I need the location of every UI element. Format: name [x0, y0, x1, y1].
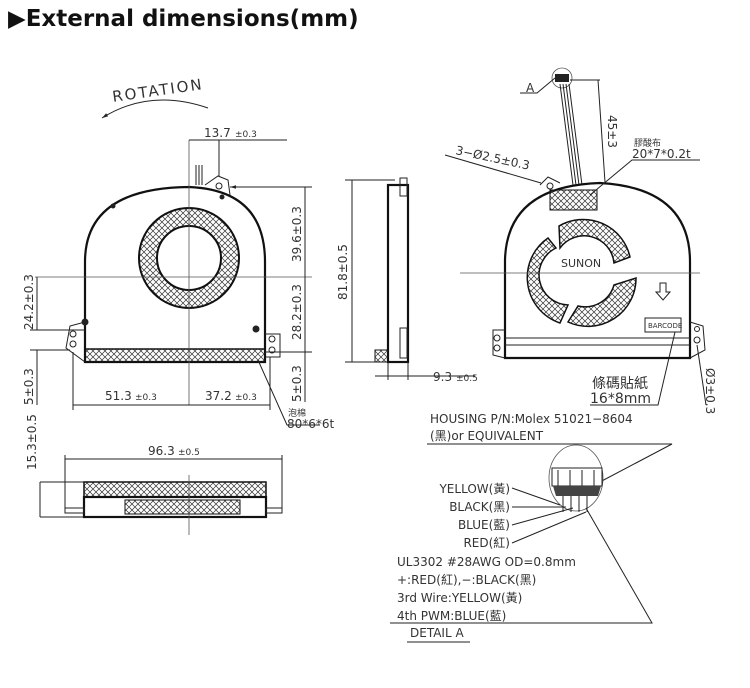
detail-caption: DETAIL A — [410, 626, 464, 640]
hole-diameter: Ø3±0.3 — [703, 368, 717, 414]
housing-line-2: (黑)or EQUIVALENT — [430, 429, 544, 443]
page-title: ▶External dimensions(mm) — [8, 6, 359, 32]
rotation-label: ROTATION — [111, 75, 205, 106]
dim-37-2: 37.2 — [205, 389, 232, 403]
dim-96-3: 96.3 — [148, 444, 175, 458]
spec-line: +:RED(紅),−:BLACK(黑) — [397, 573, 536, 587]
dim-15-3: 15.3±0.5 — [25, 414, 39, 470]
bottom-view: 96.3 ±0.5 15.3±0.5 — [25, 414, 283, 535]
rear-view: A 45±3 3−Ø2.5±0.3 膠酸布 20*7*0.2t SUNON BA… — [444, 67, 717, 414]
tape — [549, 189, 598, 211]
tape-label: 膠酸布 — [634, 137, 661, 149]
dim-81-8: 81.8±0.5 — [336, 244, 350, 300]
hole-spec: 3−Ø2.5±0.3 — [454, 143, 531, 172]
foam-size: 80*6*6t — [287, 417, 335, 431]
dim-5-left: 5±0.3 — [22, 368, 36, 405]
tol-96-3: ±0.5 — [178, 448, 200, 458]
wire-black: BLACK(黑) — [449, 500, 510, 514]
dim-39-6: 39.6±0.3 — [290, 206, 304, 262]
dim-5-right: 5±0.3 — [290, 365, 304, 402]
airflow-arrow-icon — [654, 282, 672, 301]
front-view: ROTATION 13.7 ±0.3 39.6±0.3 28.2±0.3 5±0 — [22, 75, 335, 431]
rotation-arrow-icon — [101, 99, 209, 119]
tol-13-7: ±0.3 — [235, 130, 257, 140]
foam-strip — [84, 348, 266, 363]
wire-red: RED(紅) — [463, 536, 510, 550]
housing-line-1: HOUSING P/N:Molex 51021−8604 — [430, 412, 633, 426]
tol-51-3: ±0.3 — [135, 393, 157, 403]
spec-line: 4th PWM:BLUE(藍) — [397, 609, 506, 623]
barcode-label: 條碼貼紙 — [592, 376, 648, 392]
dim-51-3: 51.3 — [105, 389, 132, 403]
detail-marker: A — [526, 81, 535, 95]
wire-blue: BLUE(藍) — [458, 518, 510, 532]
dim-45: 45±3 — [605, 115, 619, 148]
brand-label: SUNON — [561, 257, 601, 270]
tol-37-2: ±0.3 — [235, 393, 257, 403]
rear-housing — [503, 181, 692, 360]
foam-label: 泡棉 — [288, 407, 306, 419]
tol-9-3: ±0.5 — [456, 374, 478, 384]
dim-24-2: 24.2±0.3 — [22, 274, 36, 330]
barcode-size: 16*8mm — [590, 391, 651, 407]
tape-size: 20*7*0.2t — [632, 147, 691, 161]
detail-a: HOUSING P/N:Molex 51021−8604 (黑)or EQUIV… — [390, 412, 673, 643]
dim-28-2: 28.2±0.3 — [290, 284, 304, 340]
wire-yellow: YELLOW(黃) — [438, 482, 510, 496]
side-view: 81.8±0.5 9.3 ±0.5 — [336, 177, 478, 384]
barcode-box: BARCODE — [648, 322, 682, 330]
spec-line: UL3302 #28AWG OD=0.8mm — [397, 555, 576, 569]
dim-9-3: 9.3 — [433, 370, 452, 384]
spec-line: 3rd Wire:YELLOW(黃) — [397, 591, 522, 605]
dim-13-7: 13.7 — [204, 126, 231, 140]
